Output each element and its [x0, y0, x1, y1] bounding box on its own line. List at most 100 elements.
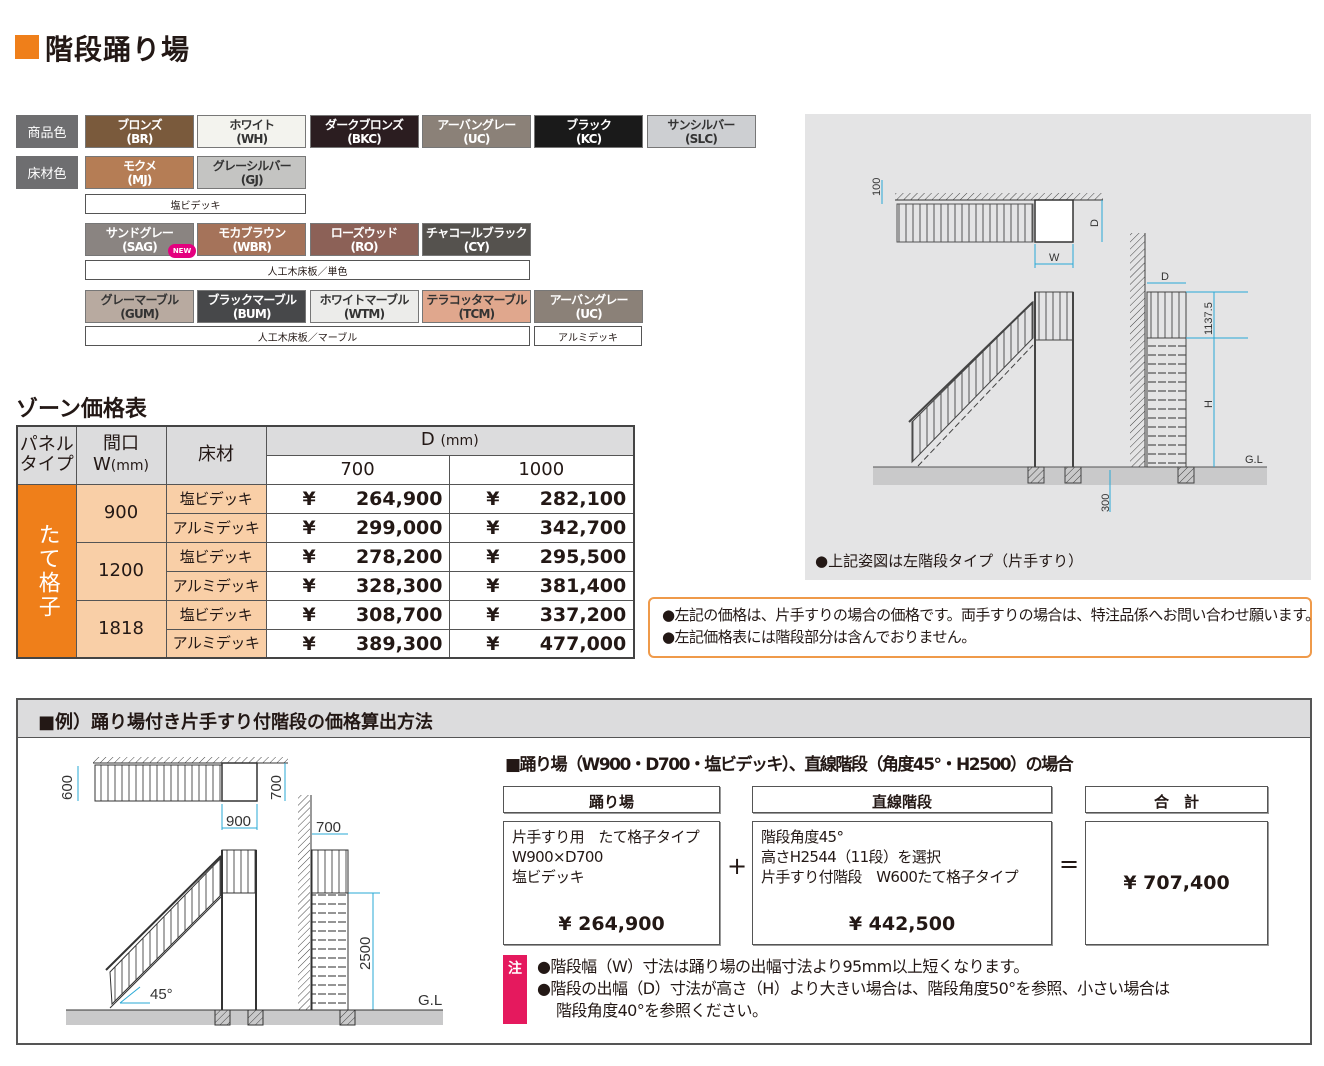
total-price: ¥ 707,400 — [1123, 872, 1230, 894]
yen-sign: ¥ — [486, 603, 500, 626]
swatch-code: (GJ) — [240, 172, 264, 187]
price-value: 308,700 — [355, 603, 443, 626]
swatch-name: ブロンズ — [117, 117, 162, 132]
example-note: ●階段幅（W）寸法は踊り場の出幅寸法より95mm以上短くなります。 — [537, 957, 1029, 976]
price-value: 342,700 — [539, 516, 627, 539]
width-cell: 1818 — [75, 599, 167, 659]
swatch-name: チャコールブラック — [426, 225, 527, 240]
header-depth-mm: (mm) — [440, 433, 479, 450]
price-value: 337,200 — [539, 603, 627, 626]
price-value: 381,400 — [539, 574, 627, 597]
price-value: 278,200 — [355, 545, 443, 568]
floor-cell: 塩ビデッキ — [165, 483, 267, 514]
price-notes: ●左記の価格は、片手すりの場合の価格です。両手すりの場合は、特注品係へお問い合わ… — [648, 597, 1320, 658]
example-section: ■例）踊り場付き片手すり付階段の価格算出方法 — [16, 698, 1312, 1045]
header-width-mm: (mm) — [110, 458, 149, 475]
yen-sign: ¥ — [302, 487, 316, 510]
header-depth: D (mm) — [265, 425, 635, 456]
vinyl-caption: 塩ビデッキ — [85, 194, 306, 214]
alu-caption: アルミデッキ — [534, 326, 642, 346]
header-depth-1000: 1000 — [448, 454, 635, 485]
floor-cell: アルミデッキ — [165, 570, 267, 601]
price-value: 299,000 — [355, 516, 443, 539]
yen-sign: ¥ — [302, 545, 316, 568]
yen-sign: ¥ — [486, 516, 500, 539]
dim-H: H — [1203, 400, 1215, 408]
color-swatch: モクメ(MJ) — [85, 156, 194, 189]
landing-line: 片手すり用 たて格子タイプ — [512, 828, 700, 846]
yen-sign: ¥ — [302, 574, 316, 597]
price-value: 389,300 — [355, 632, 443, 655]
stairs-price: ¥ 442,500 — [848, 913, 956, 935]
swatch-name: アーバングレー — [549, 292, 629, 307]
swatch-name: ブラックマーブル — [207, 292, 297, 307]
price-note: ●左記の価格は、片手すりの場合の価格です。両手すりの場合は、特注品係へお問い合わ… — [662, 606, 1320, 624]
price-value: 295,500 — [539, 545, 627, 568]
price-value: 328,300 — [355, 574, 443, 597]
example-title: ■踊り場（W900・D700・塩ビデッキ）、直線階段（角度45°・H2500）の… — [505, 755, 1074, 775]
yen-sign: ¥ — [486, 574, 500, 597]
color-swatch: ローズウッド(RO) — [309, 223, 419, 256]
stairs-line: 高さH2544（11段）を選択 — [761, 848, 941, 866]
swatch-name: ホワイト — [229, 117, 275, 132]
width-cell: 900 — [75, 483, 167, 543]
yen-sign: ¥ — [486, 545, 500, 568]
swatch-name: サンシルバー — [667, 117, 735, 132]
price-value: 477,000 — [539, 632, 627, 655]
dim-D-top: D — [1089, 219, 1101, 227]
swatch-code: (BUM) — [232, 306, 272, 321]
color-swatch: グレーシルバー(GJ) — [197, 156, 307, 189]
ex-dim-2500: 2500 — [357, 937, 374, 970]
panel-type-cell: たて格子 — [16, 483, 77, 659]
color-swatch: ブラック(KC) — [534, 115, 644, 148]
dim-D-front: D — [1161, 271, 1169, 283]
dim-100: 100 — [871, 178, 883, 196]
ex-dim-700-top: 700 — [268, 775, 285, 800]
swatch-code: (UC) — [575, 306, 603, 321]
swatch-name: モカブラウン — [218, 225, 286, 240]
table-row: アルミデッキ ¥328,300 ¥381,400 — [17, 570, 635, 601]
price-cell: ¥337,200 — [448, 599, 635, 630]
width-cell: 1200 — [75, 541, 167, 601]
ex-angle-45: 45° — [150, 986, 173, 1003]
yen-sign: ¥ — [302, 632, 316, 655]
price-cell: ¥342,700 — [448, 512, 635, 543]
swatch-name: ブラック — [566, 117, 612, 132]
header-panel-type: パネルタイプ — [16, 425, 77, 485]
swatch-name: アーバングレー — [437, 117, 516, 132]
color-swatch: ブラックマーブル(BUM) — [197, 290, 307, 323]
floor-cell: アルミデッキ — [165, 628, 267, 659]
swatch-code: (GUM) — [120, 306, 159, 321]
swatch-code: (TCM) — [458, 306, 495, 321]
stairs-box: 階段角度45° 高さH2544（11段）を選択片手すり付階段 W600たて格子タイ… — [752, 821, 1052, 945]
price-value: 264,900 — [355, 487, 443, 510]
color-swatch: アーバングレー(UC) — [421, 115, 531, 148]
stairs-line: 階段角度45° — [761, 828, 844, 846]
example-note: 階段角度40°を参照ください。 — [556, 1001, 768, 1020]
color-swatch: ホワイトマーブル(WTM) — [309, 290, 419, 323]
title-marker — [15, 35, 39, 59]
swatch-name: サンドグレー — [105, 225, 174, 240]
price-value: 282,100 — [539, 487, 627, 510]
swatch-code: (WH) — [236, 131, 268, 146]
color-swatch: サンシルバー(SLC) — [646, 115, 756, 148]
yen-sign: ¥ — [486, 632, 500, 655]
price-cell: ¥295,500 — [448, 541, 635, 572]
landing-price: ¥ 264,900 — [558, 913, 665, 935]
color-swatch: ダークブロンズ(BKC) — [309, 115, 419, 148]
price-cell: ¥308,700 — [265, 599, 450, 630]
swatch-name: グレーシルバー — [212, 158, 292, 173]
landing-line: 塩ビデッキ — [512, 868, 585, 886]
new-badge: NEW — [168, 244, 196, 258]
swatch-code: (RO) — [350, 239, 378, 254]
stairs-line: 片手すり付階段 W600たて格子タイプ — [761, 868, 1019, 886]
example-header: ■例）踊り場付き片手すり付階段の価格算出方法 — [18, 700, 1310, 738]
swatch-name: ホワイトマーブル — [319, 292, 410, 307]
swatch-code: (WBR) — [232, 239, 272, 254]
swatch-name: ローズウッド — [330, 225, 398, 240]
swatch-code: (KC) — [576, 131, 602, 146]
color-swatch: ホワイト(WH) — [197, 115, 307, 148]
